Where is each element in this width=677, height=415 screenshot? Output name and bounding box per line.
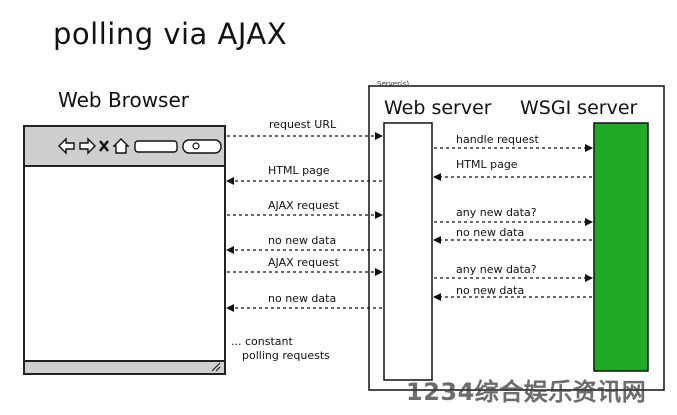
address-bar[interactable] (134, 140, 178, 153)
wsgi-server-box (593, 122, 649, 372)
message-label-no-new-data-server-2: no new data (456, 284, 525, 297)
browser-status-bar (23, 360, 226, 375)
message-label-html-page: HTML page (268, 164, 330, 177)
web-server-label: Web server (384, 97, 492, 119)
message-label-request-url: request URL (269, 118, 337, 131)
watermark: 1234综合娱乐资讯网 (406, 378, 647, 406)
message-label-any-new-data-1: any new data? (456, 206, 537, 219)
web-browser-window (23, 125, 226, 375)
message-label-ajax-request-1: AJAX request (268, 199, 339, 212)
message-label-no-new-data-server-1: no new data (456, 226, 525, 239)
message-label-no-new-data-2: no new data (268, 292, 337, 305)
polling-note-line-2: polling requests (242, 349, 330, 362)
resize-grip-icon[interactable] (211, 362, 221, 372)
close-x-icon[interactable] (99, 140, 109, 152)
message-label-no-new-data-1: no new data (268, 234, 337, 247)
web-browser-label: Web Browser (58, 88, 190, 112)
message-label-any-new-data-2: any new data? (456, 263, 537, 276)
servers-group-box (368, 85, 665, 391)
wsgi-server-label: WSGI server (520, 97, 638, 119)
search-field[interactable] (182, 139, 222, 154)
message-label-html-page-server: HTML page (456, 158, 518, 171)
home-icon[interactable] (112, 138, 130, 154)
web-server-box (383, 122, 433, 381)
back-arrow-icon[interactable] (58, 137, 75, 155)
polling-note-line-1: ... constant (231, 335, 293, 348)
message-label-handle-request: handle request (456, 133, 539, 146)
diagram-title: polling via AJAX (53, 17, 288, 51)
search-icon (192, 142, 200, 150)
servers-group-label: Server(s) (377, 80, 410, 88)
message-label-ajax-request-2: AJAX request (268, 256, 339, 269)
forward-arrow-icon[interactable] (79, 137, 96, 155)
